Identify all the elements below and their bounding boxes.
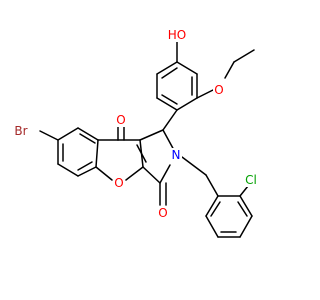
bond: [161, 94, 178, 105]
bond: [95, 166, 113, 181]
bond: [205, 195, 219, 217]
bond: [156, 61, 178, 75]
chlorine-text: Cl: [245, 173, 257, 187]
bond: [176, 97, 198, 111]
ketone-oxygen-label: O: [115, 113, 127, 127]
chlorine-label: Cl: [242, 173, 260, 187]
bond: [233, 49, 255, 63]
structure-canvas: HO O Br O O N O Cl: [11, 28, 260, 238]
bond: [239, 215, 253, 238]
ether-oxygen-label: O: [213, 83, 225, 97]
nitrogen-text: N: [172, 148, 181, 162]
ring-oxygen-label: O: [113, 176, 125, 190]
bond: [237, 201, 248, 217]
bond: [224, 61, 235, 79]
bond: [77, 161, 93, 171]
nitrogen-label: N: [170, 148, 182, 162]
bond: [239, 195, 253, 217]
bromine-text: Br: [14, 124, 27, 138]
bond: [156, 97, 178, 111]
molecule-drawing: HO O Br O O N O Cl: [11, 28, 260, 238]
bond: [77, 127, 99, 141]
bond: [210, 201, 221, 217]
bond: [136, 144, 147, 163]
bond-layer: [39, 41, 255, 238]
bond: [161, 67, 178, 79]
bond: [162, 109, 178, 131]
bond: [205, 215, 219, 238]
bond: [79, 133, 96, 144]
hydroxyl-label: HO: [166, 28, 188, 42]
ring-oxygen-text: O: [114, 176, 123, 190]
bond: [139, 129, 164, 141]
bond: [181, 156, 207, 176]
bond: [205, 174, 219, 197]
bond: [125, 166, 144, 181]
bond: [57, 127, 79, 141]
hydroxyl-text: HO: [168, 28, 186, 42]
atom-labels: HO O Br O O N O Cl: [11, 28, 260, 220]
bond: [142, 166, 161, 184]
bond: [159, 164, 171, 184]
bond: [176, 61, 198, 75]
lactam-oxygen-label: O: [157, 206, 169, 220]
ketone-oxygen-text: O: [116, 113, 125, 127]
ether-oxygen-text: O: [214, 83, 223, 97]
bond: [57, 163, 79, 177]
bromine-label: Br: [11, 124, 31, 138]
lactam-oxygen-text: O: [158, 206, 167, 220]
bond: [196, 89, 214, 99]
bond: [77, 166, 97, 177]
bond: [95, 139, 99, 168]
bond: [239, 185, 249, 197]
bond: [39, 130, 59, 141]
